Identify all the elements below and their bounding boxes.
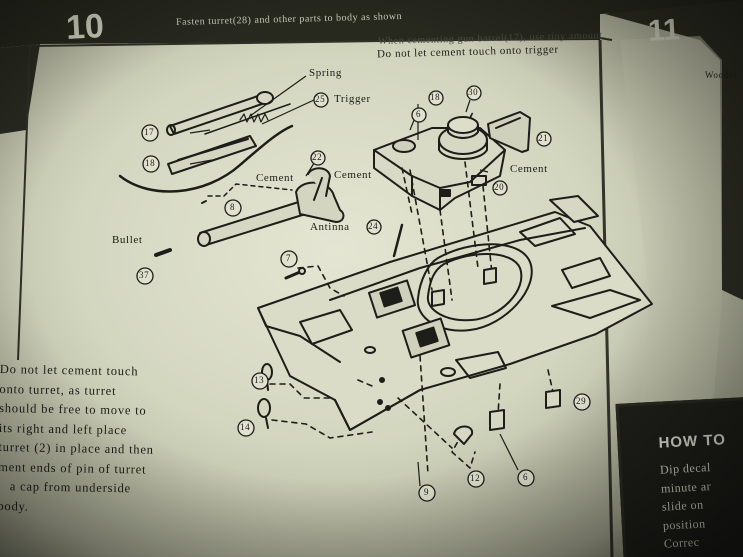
part-number-37: 37 — [139, 270, 150, 280]
part-number-29: 29 — [576, 396, 587, 406]
label-trigger: Trigger — [334, 93, 371, 105]
part-number-6-top: 6 — [416, 109, 422, 119]
how-to-text: Dip decal minute ar slide on position Co… — [660, 458, 716, 553]
part-number-12: 12 — [470, 473, 481, 483]
how-to-line: Correc — [663, 534, 700, 551]
part-number-14: 14 — [240, 422, 251, 432]
label-cement-left: Cement — [256, 172, 294, 184]
part-number-30: 30 — [468, 87, 479, 97]
part-number-9: 9 — [424, 487, 430, 497]
part-number-13: 13 — [254, 375, 265, 385]
part-number-6-bottom: 6 — [523, 472, 529, 482]
part-number-22: 22 — [312, 152, 323, 162]
part-number-7: 7 — [286, 253, 292, 263]
label-antenna: Antinna — [310, 221, 350, 233]
part-number-18-left: 18 — [145, 158, 156, 168]
part-number-24: 24 — [368, 221, 379, 231]
part-number-18-top: 18 — [430, 92, 441, 102]
left-note-line: turret (2) in place and then — [0, 439, 154, 457]
part-number-21: 21 — [538, 133, 549, 143]
left-note-line: a cap from underside — [9, 479, 132, 496]
how-to-line: minute ar — [660, 478, 712, 496]
how-to-decal-box: HOW TO Dip decal minute ar slide on posi… — [615, 396, 743, 557]
label-spring: Spring — [309, 67, 342, 79]
trigger-rod-part — [167, 135, 257, 175]
left-note-line: body. — [0, 498, 29, 514]
label-cement-right: Cement — [510, 163, 548, 175]
turret-part — [373, 116, 506, 211]
left-instruction-note: Do not let cement touch onto turret, as … — [0, 360, 200, 519]
part-number-8: 8 — [230, 202, 236, 212]
part-number-17: 17 — [144, 127, 155, 137]
part-number-25: 25 — [315, 94, 326, 104]
how-to-line: Dip decal — [659, 460, 712, 477]
part-number-20: 20 — [494, 182, 505, 192]
label-cement-middle: Cement — [334, 169, 372, 181]
label-bullet: Bullet — [112, 234, 143, 246]
how-to-title: HOW TO — [658, 431, 727, 452]
